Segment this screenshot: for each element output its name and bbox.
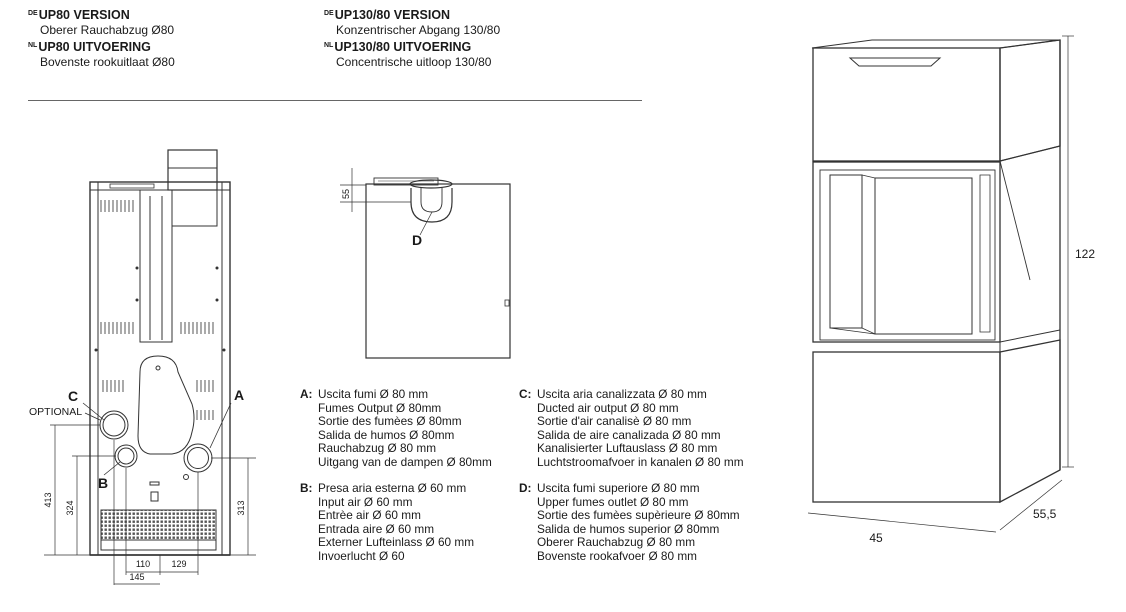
legend-line: Uscita fumi Ø 80 mm [318,387,429,401]
dim-324: 324 [65,500,75,515]
header-title: UP130/80 VERSION [334,8,451,22]
rear-view [89,149,231,556]
outlet-c [99,410,129,440]
callout-a: A [234,387,244,403]
legend-line: Uscita fumi superiore Ø 80 mm [537,481,700,495]
header-up130-nl: NLUP130/80 UITVOERING Concentrische uitl… [324,38,491,70]
legend-line: Entrada aire Ø 60 mm [318,521,435,536]
legend-line: Uitgang van de dampen Ø 80mm [318,454,492,469]
bottom-grille [100,509,217,541]
legend-line: Oberer Rauchabzug Ø 80 mm [537,535,696,550]
header-up80-de: DEUP80 VERSION Oberer Rauchabzug Ø80 [28,6,174,38]
legend-key: D: [519,481,532,495]
legend-d: D: Uscita fumi superiore Ø 80 mm Upper f… [519,481,740,564]
callout-optional: OPTIONAL [29,406,82,418]
legend-c: C: Uscita aria canalizzata Ø 80 mm Ducte… [519,387,744,470]
header-title: UP130/80 UITVOERING [334,40,472,54]
lang-code: NL [324,42,334,49]
header-divider [28,100,642,101]
dim-depth: 55,5 [1033,507,1057,521]
dim-110: 110 [136,559,150,569]
legend-line: Presa aria esterna Ø 60 mm [318,481,467,495]
legend-key: B: [300,481,313,495]
header-up130-de: DEUP130/80 VERSION Konzentrischer Abgang… [324,6,500,38]
header-subtitle: Concentrische uitloop 130/80 [336,55,492,69]
dim-313: 313 [236,500,246,515]
header-subtitle: Oberer Rauchabzug Ø80 [40,23,175,37]
legend-line: Sortie des fumèes supèrieure Ø 80mm [537,508,740,523]
legend-key: A: [300,387,313,401]
legend-key: C: [519,387,532,401]
header-title: UP80 VERSION [38,8,130,22]
dim-145: 145 [129,572,144,582]
legend-line: Fumes Output Ø 80mm [318,400,442,415]
lang-code: DE [324,10,334,17]
legend-line: Uscita aria canalizzata Ø 80 mm [537,387,707,401]
header-title: UP80 UITVOERING [38,40,151,54]
legend-line: Input air Ø 60 mm [318,494,413,509]
callout-b: B [98,475,108,491]
legend-line: Sortie des fumèes Ø 80mm [318,414,462,429]
legend-a: A: Uscita fumi Ø 80 mm Fumes Output Ø 80… [300,387,492,470]
legend-b: B: Presa aria esterna Ø 60 mm Input air … [300,481,475,564]
legend-line: Upper fumes outlet Ø 80 mm [537,494,689,509]
legend-line: Bovenste rookafvoer Ø 80 mm [537,548,697,563]
stove-perspective [811,39,1061,504]
legend-line: Salida de humos Ø 80mm [318,427,455,442]
stove-upper-block [812,47,1001,162]
legend-line: Ducted air output Ø 80 mm [537,400,679,415]
stove-base-block [812,351,1001,503]
dim-height: 122 [1075,247,1095,261]
inspection-panel [137,355,195,455]
central-duct [139,189,173,343]
top-view [365,177,511,359]
legend-line: Invoerlucht Ø 60 [318,548,405,563]
outlet-a [183,443,213,473]
dim-width: 45 [869,531,883,545]
outlet-d [410,188,453,223]
lang-code: DE [28,10,38,17]
legend-line: Salida de humos superior Ø 80mm [537,521,720,536]
legend-line: Entrèe air Ø 60 mm [318,508,421,523]
legend-line: Sortie d'air canalisè Ø 80 mm [537,414,692,429]
legend-line: Luchtstroomafvoer in kanalen Ø 80 mm [537,454,744,469]
callout-c: C [68,388,78,404]
legend-line: Externer Lufteinlass Ø 60 mm [318,535,475,550]
top-flue-box [167,149,218,191]
header-up80-nl: NLUP80 UITVOERING Bovenste rookuitlaat Ø… [28,38,175,70]
dim-413: 413 [43,492,53,507]
legend-line: Rauchabzug Ø 80 mm [318,441,437,456]
header-subtitle: Konzentrischer Abgang 130/80 [336,23,501,37]
header-subtitle: Bovenste rookuitlaat Ø80 [40,55,175,69]
dim-55: 55 [341,189,351,199]
lang-code: NL [28,42,38,49]
callout-d: D [412,232,422,248]
legend-line: Kanalisierter Luftauslass Ø 80 mm [537,441,718,456]
dim-129: 129 [171,559,186,569]
legend-line: Salida de aire canalizada Ø 80 mm [537,427,721,442]
